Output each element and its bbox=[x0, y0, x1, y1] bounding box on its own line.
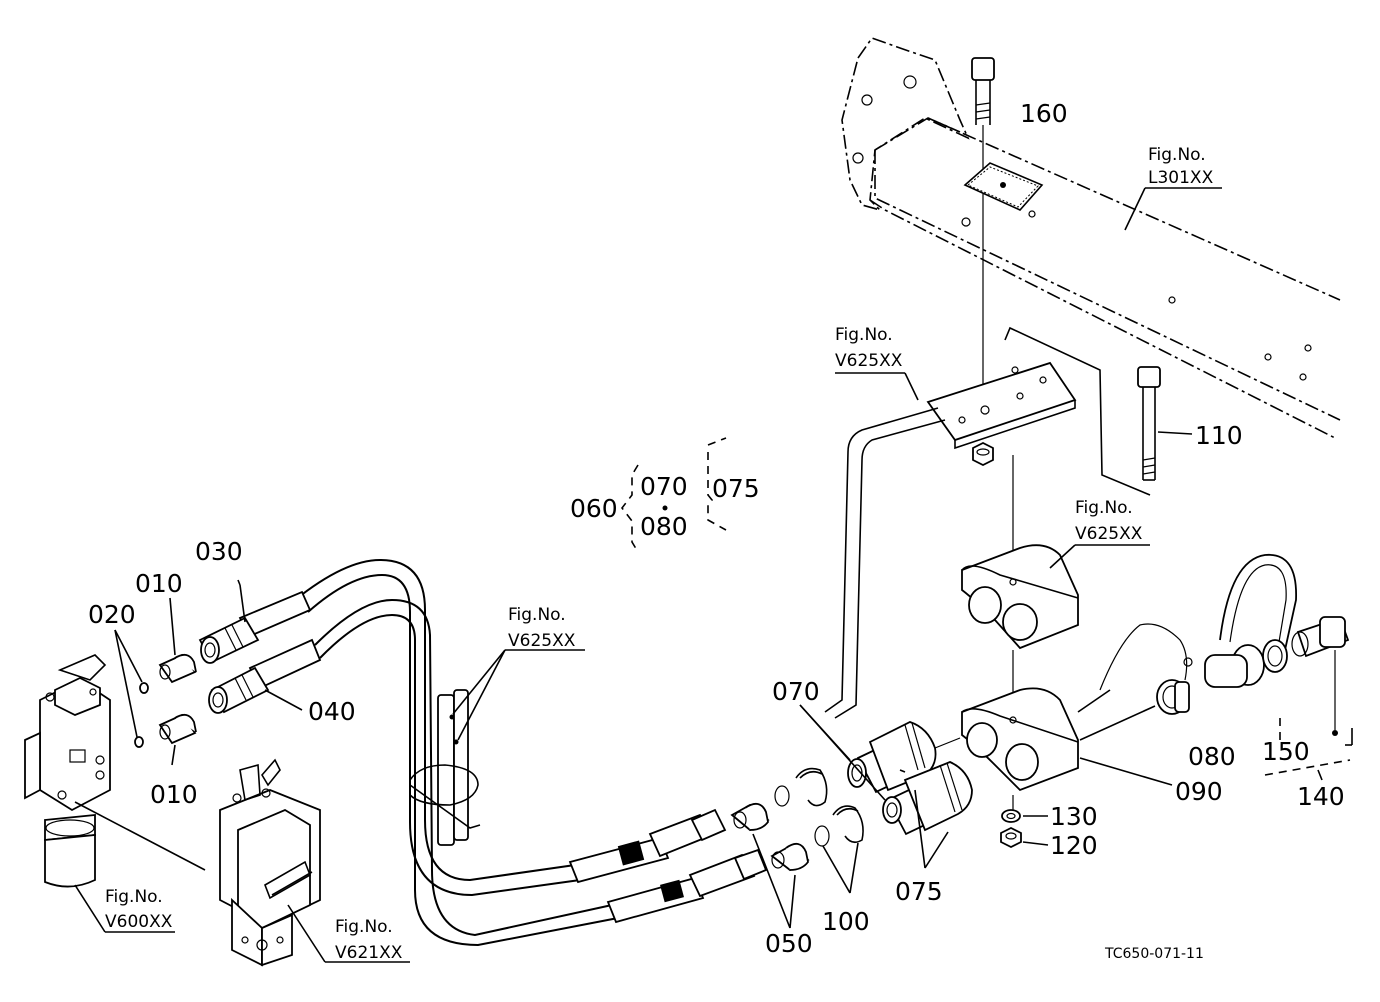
fig-ref-v625xx-mid: V625XX bbox=[1075, 524, 1143, 544]
control-valve-center bbox=[219, 758, 321, 967]
fig-label-v625-pipe: Fig.No. bbox=[508, 605, 566, 625]
callout-040: 040 bbox=[308, 697, 356, 726]
hose-end-030 bbox=[198, 590, 312, 664]
bracket-plate bbox=[926, 361, 1077, 450]
fig-label-v621: Fig.No. bbox=[335, 917, 393, 937]
fig-ref-v625xx-top: V625XX bbox=[835, 351, 903, 371]
washer-130 bbox=[1001, 809, 1021, 823]
hydraulic-hose-040 bbox=[314, 598, 619, 947]
callout-130: 130 bbox=[1050, 802, 1098, 831]
callout-010-upper: 010 bbox=[135, 569, 183, 598]
callout-120: 120 bbox=[1050, 831, 1098, 860]
adapter-010-lower bbox=[158, 713, 197, 745]
drawing-code: TC650-071-11 bbox=[1104, 946, 1204, 962]
control-valve-left bbox=[24, 654, 111, 888]
adapter-010-upper bbox=[158, 653, 197, 684]
hose-end-fitting-lower bbox=[606, 848, 768, 924]
coupler-075-lower bbox=[882, 761, 973, 836]
long-bolt-110 bbox=[1137, 366, 1193, 481]
fig-label-l301: Fig.No. bbox=[1148, 145, 1206, 165]
adapter-050-lower bbox=[770, 842, 810, 872]
pipe-clamp bbox=[409, 689, 481, 846]
callout-075-group: 075 bbox=[712, 474, 760, 503]
decal-plate-160 bbox=[963, 162, 1044, 211]
callout-030: 030 bbox=[195, 537, 243, 566]
callout-070: 070 bbox=[772, 677, 820, 706]
callout-070-group: 070 bbox=[640, 472, 688, 501]
shackle-150 bbox=[1204, 554, 1297, 688]
dust-cap-080 bbox=[1099, 623, 1193, 715]
snap-ring-100-lower bbox=[832, 805, 864, 844]
callout-110: 110 bbox=[1195, 421, 1243, 450]
callout-075: 075 bbox=[895, 877, 943, 906]
adapter-050-upper bbox=[730, 802, 770, 832]
callout-100: 100 bbox=[822, 907, 870, 936]
figure-references: Fig.No. L301XX Fig.No. V625XX Fig.No. V6… bbox=[105, 145, 1214, 963]
callout-140: 140 bbox=[1297, 782, 1345, 811]
hose-holder-block-upper bbox=[961, 544, 1079, 650]
fig-label-v625-top: Fig.No. bbox=[835, 325, 893, 345]
fig-ref-l301xx: L301XX bbox=[1148, 168, 1214, 188]
male-coupler-140 bbox=[1291, 616, 1350, 736]
mounting-bolt-top bbox=[971, 57, 995, 410]
nut-under-plate bbox=[972, 441, 994, 467]
hose-holder-block-090 bbox=[961, 687, 1079, 792]
fig-ref-v625xx-pipe: V625XX bbox=[508, 631, 576, 651]
fig-label-v600: Fig.No. bbox=[105, 887, 163, 907]
hose-end-fitting-upper bbox=[568, 808, 727, 884]
callout-090: 090 bbox=[1175, 777, 1223, 806]
hydraulic-hose-030 bbox=[294, 558, 581, 897]
callout-010-lower: 010 bbox=[150, 780, 198, 809]
callout-labels: 160 110 075 070 080 060 070 080 150 140 … bbox=[88, 99, 1345, 958]
callout-080: 080 bbox=[1188, 742, 1236, 771]
fig-ref-v600xx: V600XX bbox=[105, 912, 173, 932]
tractor-frame-bracket bbox=[841, 37, 1341, 439]
hose-end-040 bbox=[208, 638, 322, 714]
callout-150: 150 bbox=[1262, 737, 1310, 766]
fig-label-v625-mid: Fig.No. bbox=[1075, 498, 1133, 518]
callout-050: 050 bbox=[765, 929, 813, 958]
callout-160: 160 bbox=[1020, 99, 1068, 128]
callout-060: 060 bbox=[570, 494, 618, 523]
callout-080-group: 080 bbox=[640, 512, 688, 541]
snap-ring-100-upper bbox=[795, 767, 828, 807]
nut-120 bbox=[1000, 826, 1022, 849]
coupler-075-upper bbox=[847, 721, 961, 794]
callout-020: 020 bbox=[88, 600, 136, 629]
fig-ref-v621xx: V621XX bbox=[335, 943, 403, 963]
